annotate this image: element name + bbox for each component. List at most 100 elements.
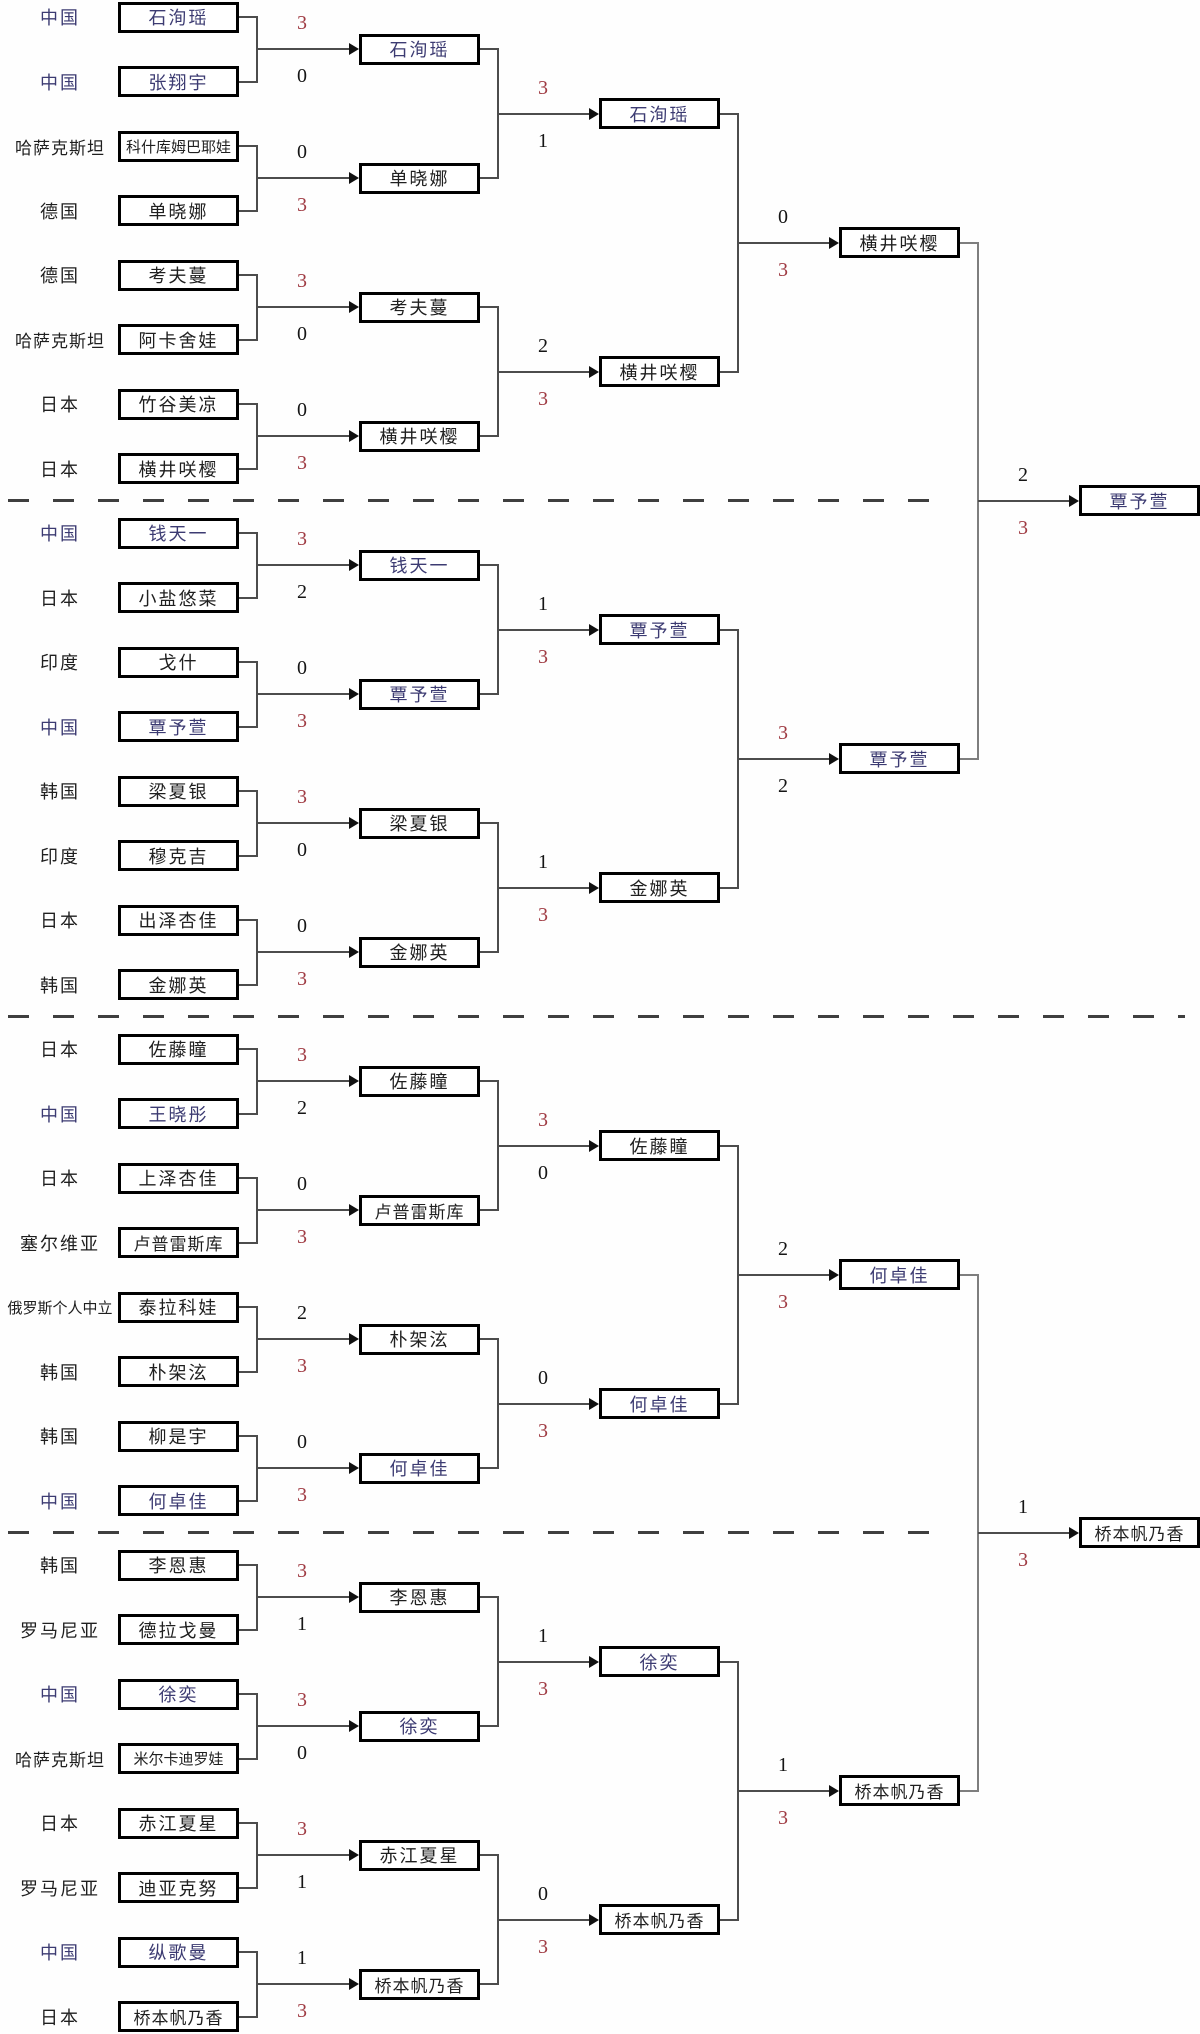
- connector-hline: [480, 822, 498, 825]
- country-label: 中国: [40, 8, 80, 28]
- score-label: 1: [297, 1871, 307, 1894]
- connector-hline: [257, 951, 350, 954]
- arrowhead-icon: [349, 1978, 359, 1991]
- player-box: 上泽杏佳: [118, 1162, 239, 1194]
- connector-hline: [239, 1112, 257, 1115]
- connector-hline: [498, 1402, 590, 1405]
- connector-hline: [239, 854, 257, 857]
- player-box: 纵歌曼: [118, 1936, 239, 1968]
- player-box: 桥本帆乃香: [118, 2001, 239, 2032]
- score-label: 2: [538, 334, 548, 357]
- r16-winner-box: 覃予萱: [599, 614, 720, 646]
- score-label: 3: [778, 258, 788, 281]
- connector-hline: [960, 1273, 978, 1276]
- connector-hline: [480, 564, 498, 567]
- country-label: 中国: [40, 1491, 80, 1512]
- player-box: 小盐悠菜: [118, 582, 239, 613]
- score-label: 1: [297, 1947, 307, 1970]
- player-box: 米尔卡迪罗娃: [118, 1743, 239, 1774]
- r32-winner-box: 单晓娜: [359, 162, 480, 194]
- connector-hline: [498, 112, 590, 115]
- connector-hline: [960, 241, 978, 244]
- connector-hline: [239, 338, 257, 341]
- player-box: 梁夏银: [118, 775, 239, 807]
- arrowhead-icon: [589, 1655, 599, 1668]
- r32-winner-box: 钱天一: [359, 549, 480, 581]
- score-label: 3: [538, 903, 548, 926]
- score-label: 2: [778, 774, 788, 797]
- connector-hline: [498, 628, 590, 631]
- connector-hline: [239, 145, 257, 147]
- score-label: 0: [778, 205, 788, 228]
- arrowhead-icon: [589, 1397, 599, 1410]
- country-label: 中国: [40, 1685, 80, 1705]
- player-box: 泰拉科娃: [118, 1291, 239, 1323]
- connector-hline: [257, 177, 350, 180]
- score-label: 3: [778, 721, 788, 744]
- r32-winner-box: 覃予萱: [359, 678, 480, 710]
- connector-hline: [480, 1725, 498, 1728]
- player-box: 科什库姆巴耶娃: [118, 130, 239, 162]
- connector-hline: [239, 16, 257, 18]
- country-label: 俄罗斯个人中立: [7, 1300, 113, 1317]
- player-box: 李恩惠: [118, 1549, 239, 1581]
- connector-hline: [978, 1531, 1070, 1534]
- score-label: 1: [538, 129, 548, 152]
- score-label: 0: [297, 657, 307, 680]
- country-label: 韩国: [40, 1427, 80, 1447]
- connector-hline: [239, 403, 257, 405]
- score-label: 1: [1018, 1495, 1028, 1518]
- connector-hline: [239, 1499, 257, 1502]
- quarter-divider-dashed: [8, 499, 940, 503]
- player-box: 单晓娜: [118, 195, 239, 226]
- arrowhead-icon: [349, 817, 359, 830]
- connector-hline: [239, 1951, 257, 1953]
- arrowhead-icon: [349, 1462, 359, 1475]
- r32-winner-box: 桥本帆乃香: [359, 1968, 480, 2000]
- arrowhead-icon: [589, 1139, 599, 1152]
- connector-hline: [257, 1080, 350, 1083]
- connector-hline: [480, 1338, 498, 1341]
- connector-hline: [239, 80, 257, 83]
- connector-hline: [239, 1435, 257, 1437]
- country-label: 日本: [40, 459, 80, 480]
- connector-hline: [239, 596, 257, 599]
- score-label: 1: [297, 1613, 307, 1636]
- connector-hline: [480, 1080, 498, 1083]
- arrowhead-icon: [349, 688, 359, 701]
- connector-hline: [720, 1660, 738, 1663]
- arrowhead-icon: [349, 430, 359, 443]
- score-label: 2: [297, 581, 307, 604]
- connector-hline: [239, 1757, 257, 1760]
- r32-winner-box: 梁夏银: [359, 807, 480, 839]
- connector-hline: [720, 886, 738, 889]
- connector-hline: [738, 241, 830, 244]
- country-label: 哈萨克斯坦: [15, 138, 105, 158]
- connector-hline: [720, 1918, 738, 1921]
- arrowhead-icon: [829, 1268, 839, 1281]
- finalist-box: 覃予萱: [1079, 485, 1200, 517]
- arrowhead-icon: [1069, 1526, 1079, 1539]
- score-label: 3: [297, 1044, 307, 1067]
- arrowhead-icon: [589, 623, 599, 636]
- connector-hline: [480, 306, 498, 309]
- connector-hline: [498, 1918, 590, 1921]
- arrowhead-icon: [349, 559, 359, 572]
- connector-hline: [480, 435, 498, 438]
- score-label: 3: [297, 270, 307, 293]
- arrowhead-icon: [349, 1333, 359, 1346]
- connector-hline: [239, 1693, 257, 1695]
- qf-winner-box: 横井咲樱: [839, 227, 960, 259]
- connector-hline: [720, 112, 738, 115]
- finalist-box: 桥本帆乃香: [1079, 1517, 1200, 1549]
- connector-hline: [239, 1628, 257, 1631]
- player-box: 德拉戈曼: [118, 1614, 239, 1645]
- r32-winner-box: 赤江夏星: [359, 1839, 480, 1871]
- country-label: 德国: [40, 266, 80, 286]
- connector-hline: [738, 757, 830, 760]
- connector-hline: [480, 1209, 498, 1212]
- player-box: 赤江夏星: [118, 1807, 239, 1839]
- country-label: 日本: [40, 2007, 80, 2028]
- r32-winner-box: 佐藤瞳: [359, 1065, 480, 1097]
- score-label: 3: [1018, 1548, 1028, 1571]
